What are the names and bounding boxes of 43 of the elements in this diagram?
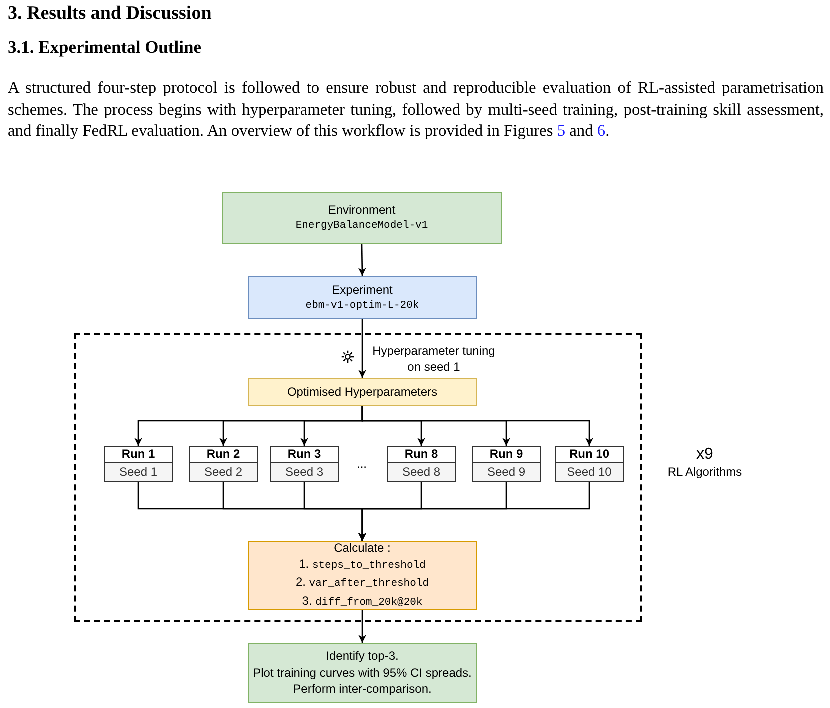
- box-text: Identify top-3.: [326, 648, 399, 665]
- run-box: [555, 446, 624, 482]
- box-subtitle: ebm-v1-optim-L-20k: [306, 298, 420, 314]
- arrow: [358, 319, 366, 378]
- box-text: Plot training curves with 95% CI spreads.: [253, 664, 472, 682]
- arrow: [358, 244, 366, 276]
- body-paragraph: A structured four-step protocol is followed to ensure robust and reproducible evaluation of RL-assisted parametrisation schemes. The process begins with hyperparameter tuning, followed by multi-seed training, post-training skill assessment, and finally FedRL evaluation. An overview of this workflow is provided in Figures 5 and 6.: [8, 77, 824, 142]
- seed-label: Seed 3: [271, 463, 338, 481]
- seed-label: Seed 10: [556, 463, 623, 481]
- multiplier-label: x9: [696, 446, 714, 464]
- dashed-group-box: [74, 333, 642, 622]
- metric-text: 2. var_after_threshold: [296, 574, 430, 592]
- process-box: [222, 192, 502, 244]
- seed-label: Seed 8: [388, 463, 455, 481]
- run-box: [472, 446, 541, 482]
- box-subtitle: EnergyBalanceModel-v1: [296, 219, 428, 234]
- metric-text: 1. steps_to_threshold: [299, 556, 426, 574]
- box-title: Calculate :: [334, 540, 391, 556]
- metric-text: 3. diff_from_20k@20k: [302, 592, 423, 611]
- run-box: [270, 446, 339, 482]
- ellipsis: ...: [356, 457, 368, 471]
- seed-label: Seed 9: [473, 463, 540, 481]
- arrow: [362, 406, 594, 446]
- arrow: [358, 482, 590, 541]
- box-title: Environment: [328, 202, 396, 218]
- box-title: Experiment: [332, 282, 393, 298]
- group-caption: RL Algorithms: [666, 465, 744, 479]
- section-heading: 3. Results and Discussion: [8, 3, 212, 25]
- process-box: [248, 541, 477, 610]
- box-title: Optimised Hyperparameters: [287, 384, 438, 400]
- box-text: Perform inter-comparison.: [293, 681, 432, 698]
- figure-link: 6: [597, 121, 606, 140]
- process-box: [248, 276, 477, 319]
- subsection-heading: 3.1. Experimental Outline: [8, 37, 202, 58]
- process-box: [248, 643, 477, 703]
- process-box: [248, 378, 477, 406]
- run-box: [104, 446, 173, 482]
- arrow: [358, 610, 366, 643]
- figure-link: 5: [557, 121, 566, 140]
- seed-label: Seed 2: [190, 463, 257, 481]
- run-box: [387, 446, 456, 482]
- seed-label: Seed 1: [105, 463, 172, 481]
- run-box: [189, 446, 258, 482]
